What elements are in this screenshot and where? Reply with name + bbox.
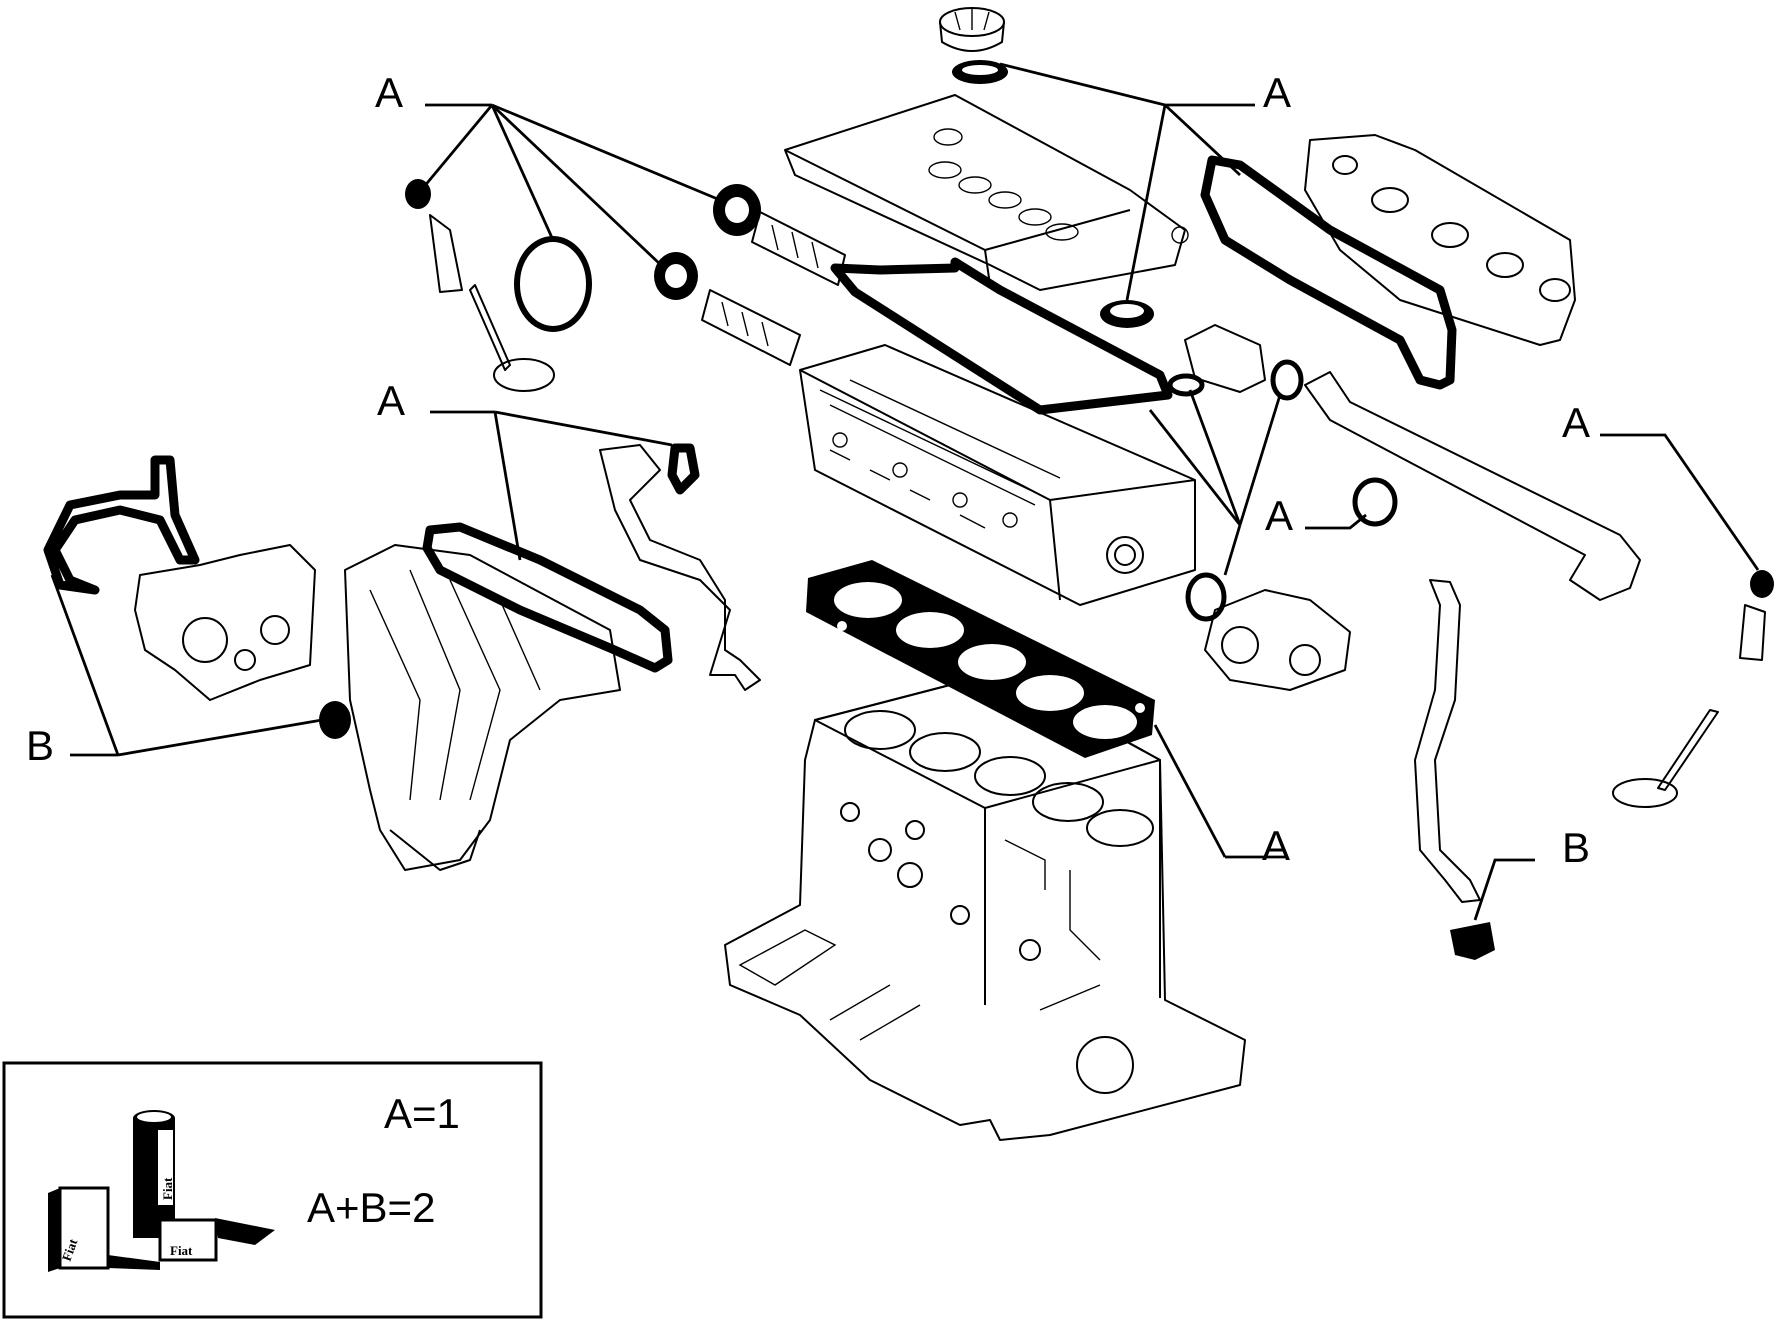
- oil-drain-plug-right: [1450, 922, 1495, 960]
- water-outlet-o-ring-2: [1270, 359, 1304, 401]
- svg-text:Fiat: Fiat: [160, 1177, 175, 1200]
- package-brand-label: Fiat: [59, 1236, 81, 1263]
- callout-a-mid-left: A: [377, 377, 405, 424]
- exhaust-manifold: [344, 544, 621, 871]
- head-gasket: [806, 560, 1155, 758]
- camshaft-seals: [654, 184, 761, 300]
- camshafts: [701, 211, 846, 366]
- cylinder-head: [799, 344, 1196, 606]
- callout-a-top-right: A: [1263, 69, 1291, 116]
- exhaust-valve-assembly: [1612, 570, 1774, 808]
- leader-lines: [50, 62, 1760, 921]
- plug-well-seal: [1100, 300, 1154, 328]
- callout-a-right: A: [1562, 399, 1590, 446]
- legend-line-a-plus-b: A+B=2: [307, 1184, 435, 1231]
- thermostat-housing: [1204, 589, 1351, 691]
- water-pipe: [599, 444, 761, 691]
- callout-a-top-left: A: [375, 69, 403, 116]
- water-outlet-o-ring-1: [1167, 373, 1205, 397]
- oil-pump-housing: [134, 544, 316, 701]
- cam-cover-gasket: [830, 257, 1173, 415]
- fiat-parts-package-icon: Fiat Fiat Fiat: [48, 1110, 275, 1272]
- legend-box: Fiat Fiat Fiat A=1 A+B=2: [2, 1061, 543, 1319]
- svg-text:Fiat: Fiat: [170, 1243, 193, 1258]
- callout-a-centre-right: A: [1265, 492, 1293, 539]
- intake-valve-assembly: [405, 179, 555, 392]
- engine-block: [724, 671, 1246, 1141]
- dipstick-tube: [1414, 579, 1481, 903]
- callout-b-left: B: [26, 722, 54, 769]
- exhaust-manifold-gasket: [422, 522, 673, 673]
- crankshaft-seal-ring: [514, 236, 592, 332]
- callout-a-head-gasket: A: [1262, 822, 1290, 869]
- oil-filler-cap: [939, 7, 1005, 52]
- thermostat-o-ring: [1352, 477, 1398, 527]
- intake-manifold-gasket: [1200, 155, 1457, 390]
- water-hose: [1304, 371, 1641, 601]
- oil-pump-gasket: [43, 455, 200, 595]
- legend-line-a: A=1: [384, 1090, 460, 1137]
- cam-cover: [784, 94, 1189, 291]
- drain-plug-left: [319, 701, 351, 739]
- water-pipe-gasket: [667, 443, 700, 495]
- callout-b-right: B: [1562, 824, 1590, 871]
- water-outlet: [1184, 324, 1266, 393]
- thermostat-housing-o-ring: [1185, 572, 1227, 622]
